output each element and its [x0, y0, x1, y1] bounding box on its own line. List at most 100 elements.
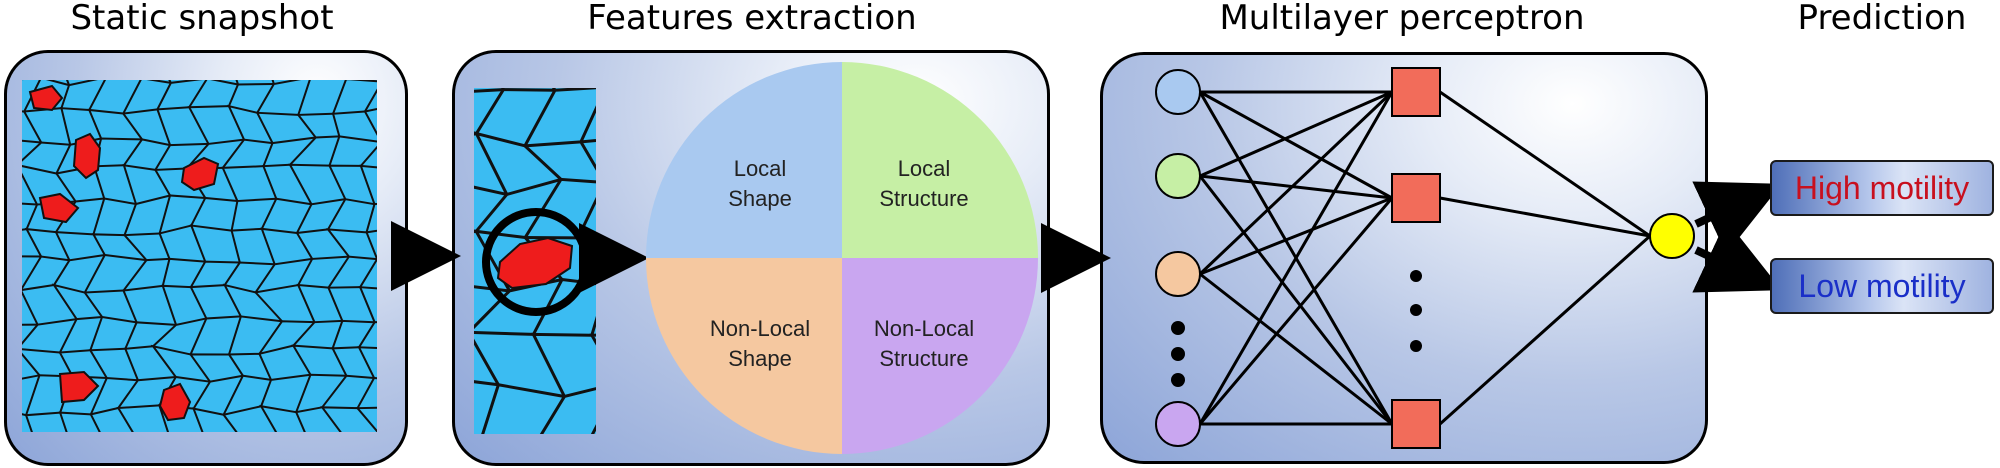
mlp-edge	[1198, 90, 1394, 276]
cell-boundary	[221, 138, 273, 169]
mlp-edge	[1439, 90, 1651, 238]
cell-boundary	[295, 228, 329, 260]
cell-boundary	[161, 439, 207, 465]
mlp-edge	[1439, 196, 1651, 238]
cell-boundary	[23, 80, 70, 112]
cell-boundary	[0, 287, 21, 324]
cell-boundary	[262, 136, 316, 167]
cell-boundary	[88, 80, 107, 111]
cell-boundary	[227, 83, 274, 107]
cell-boundary	[590, 440, 633, 468]
cell-boundary	[59, 436, 102, 468]
cell-boundary	[122, 164, 156, 205]
cell-boundary	[327, 255, 377, 289]
cell-boundary	[523, 177, 596, 239]
cell-boundary	[391, 407, 430, 439]
cell-boundary	[221, 165, 264, 202]
cell-boundary	[288, 437, 344, 468]
cell-boundary	[22, 318, 77, 346]
highlight-cell	[158, 382, 192, 422]
cell-boundary	[288, 163, 330, 205]
cell-boundary	[292, 319, 343, 347]
cell-boundary	[121, 108, 158, 140]
highlight-cell	[496, 236, 574, 290]
cell-boundary	[24, 411, 61, 432]
mlp-output-node	[1649, 213, 1695, 259]
cell-boundary	[327, 437, 382, 468]
cell-boundary	[150, 344, 191, 378]
cell-boundary	[594, 36, 649, 87]
cell-boundary	[263, 442, 310, 468]
ellipsis-dot	[1171, 321, 1185, 335]
cell-boundary	[539, 387, 596, 434]
cell-boundary	[189, 315, 241, 355]
cell-boundary	[152, 317, 207, 347]
highlight-cell	[58, 370, 100, 404]
cell-boundary	[365, 229, 377, 260]
cell-boundary	[262, 163, 291, 200]
cell-boundary	[397, 105, 428, 144]
cell-boundary	[58, 315, 103, 354]
cell-boundary	[89, 376, 139, 415]
quadrant-non-local-shape	[646, 258, 842, 454]
quadrant-local-structure	[842, 62, 1038, 258]
hidden-ellipsis	[1410, 270, 1422, 352]
cell-boundary	[395, 439, 446, 468]
cell-boundary	[156, 106, 190, 146]
cell-boundary	[230, 227, 262, 263]
cell-boundary	[501, 88, 505, 91]
cell-boundary	[552, 88, 557, 91]
cell-boundary	[397, 76, 447, 105]
cell-boundary	[156, 80, 203, 110]
cell-boundary	[320, 406, 358, 432]
cell-boundary	[188, 80, 239, 108]
mlp-input-node	[1155, 251, 1201, 297]
mlp-edge	[1198, 91, 1394, 425]
cell-boundary	[123, 345, 154, 381]
input-ellipsis	[1171, 321, 1185, 387]
cell-boundary	[474, 185, 508, 196]
cell-boundary	[296, 198, 346, 234]
mlp-hidden-layer	[1391, 67, 1441, 449]
cell-boundary	[191, 440, 243, 468]
mlp-edge	[1199, 174, 1393, 200]
cell-boundary	[228, 315, 283, 355]
cell-boundary	[391, 47, 435, 77]
cell-boundary	[589, 333, 596, 346]
cell-boundary	[257, 344, 294, 381]
cell-boundary	[359, 164, 377, 205]
highlight-cell	[38, 192, 80, 224]
cell-boundary	[92, 197, 137, 235]
cell-boundary	[122, 80, 172, 115]
mlp-edge	[1199, 272, 1393, 426]
cell-boundary	[91, 233, 125, 256]
cell-boundary	[481, 383, 565, 434]
cell-boundary	[220, 440, 282, 468]
mlp-input-layer	[1155, 69, 1201, 447]
cell-boundary	[116, 404, 160, 432]
cell-boundary	[260, 197, 312, 230]
ellipsis-dot	[1171, 373, 1185, 387]
cell-boundary	[649, 36, 696, 80]
cell-boundary	[188, 353, 230, 383]
title-static-snapshot: Static snapshot	[70, 0, 334, 38]
cell-boundary	[356, 437, 414, 468]
feature-pie	[646, 62, 1038, 454]
cell-boundary	[253, 284, 299, 322]
cell-boundary	[365, 202, 377, 233]
cell-boundary	[291, 344, 333, 376]
cell-boundary	[399, 290, 427, 321]
cell-boundary	[296, 283, 329, 323]
cell-boundary	[88, 347, 126, 379]
cell-boundary	[221, 405, 262, 432]
cell-boundary	[168, 80, 172, 84]
cell-boundary	[530, 332, 592, 398]
cell-boundary	[0, 438, 34, 468]
panel-multilayer-perceptron	[1100, 52, 1708, 464]
cell-boundary	[259, 404, 297, 432]
cell-boundary	[58, 411, 91, 432]
cell-boundary	[153, 167, 187, 196]
